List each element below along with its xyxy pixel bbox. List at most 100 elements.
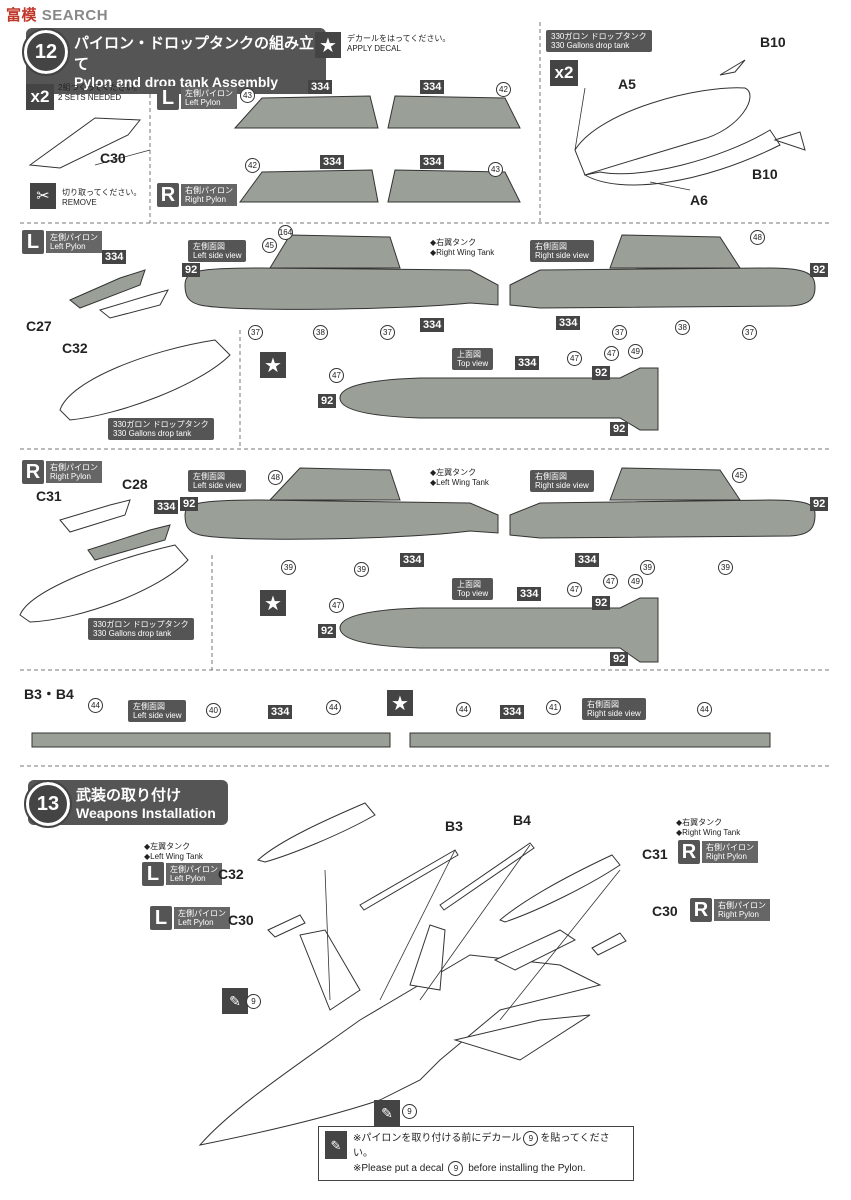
decal-44-b: 44 xyxy=(326,700,341,715)
part-c28: C28 xyxy=(122,476,148,492)
part-a5: A5 xyxy=(618,76,636,92)
decal-47-c: 47 xyxy=(329,368,344,383)
decal-39-a: 39 xyxy=(281,560,296,575)
decal-334-a: 334 xyxy=(308,80,333,94)
decal-39-d: 39 xyxy=(718,560,733,575)
part-c31-step13: C31 xyxy=(642,846,668,862)
decal-44-c: 44 xyxy=(456,702,471,717)
sets-needed-en: 2 SETS NEEDED xyxy=(58,93,122,102)
part-a6: A6 xyxy=(690,192,708,208)
part-c31: C31 xyxy=(36,488,62,504)
b-right-side-jp: 右側面図 xyxy=(587,700,619,709)
decal-39-b: 39 xyxy=(354,562,369,577)
step13-number: 13 xyxy=(24,780,72,828)
right-pylon-letter: R xyxy=(157,183,179,207)
decal-9-b: 9 xyxy=(402,1104,417,1119)
step13-title-jp: 武装の取り付け xyxy=(76,787,182,804)
right-section-letter: R xyxy=(22,460,44,484)
decal-334-f: 334 xyxy=(420,318,445,332)
right-sec-left-side-view: 左側面図 Left side view xyxy=(188,470,247,492)
left-section-letter: L xyxy=(22,230,44,254)
decal-334-j: 334 xyxy=(400,553,425,567)
note-jp-pre: ※パイロンを取り付ける前にデカール xyxy=(353,1133,522,1145)
note-en-post: before installing the Pylon. xyxy=(468,1163,586,1175)
step13-left-letter-1: L xyxy=(142,862,164,886)
cut-icon: ✂ xyxy=(30,183,56,209)
decal-164: 164 xyxy=(278,225,293,240)
right-pylon-side-b xyxy=(387,169,521,203)
left-section-jp: 左側パイロン xyxy=(50,233,98,242)
decal-334-h: 334 xyxy=(515,356,540,370)
decal-45-b: 45 xyxy=(732,468,747,483)
watermark-suffix: SEARCH xyxy=(41,7,109,24)
left-sec-left-side-jp: 左側面図 xyxy=(193,242,225,251)
note-jp-post: を貼ってください。 xyxy=(353,1133,610,1160)
left-pylon-side-a xyxy=(233,95,379,129)
step13-left-en-2: Left Pylon xyxy=(178,918,214,927)
left-sec-star-icon: ★ xyxy=(260,352,286,378)
decal-92-c: 92 xyxy=(592,366,611,380)
left-section-en: Left Pylon xyxy=(50,242,86,251)
right-pylon-en: Right Pylon xyxy=(185,195,226,204)
step13-left-tank-label: ◆左翼タンク ◆Left Wing Tank xyxy=(144,842,203,862)
step12-title-jp: パイロン・ドロップタンクの組み立て xyxy=(74,35,315,73)
decal-37-c: 37 xyxy=(612,325,627,340)
part-c30-right: C30 xyxy=(652,903,678,919)
right-sec-tank-label: ◆左翼タンク ◆Left Wing Tank xyxy=(430,468,489,488)
left-sec-tank-label: ◆右翼タンク ◆Right Wing Tank xyxy=(430,238,494,258)
tank-label-jp: 330ガロン ドロップタンク xyxy=(551,32,647,41)
part-c32: C32 xyxy=(62,340,88,356)
decal-44-a: 44 xyxy=(88,698,103,713)
step13-title-en: Weapons Installation xyxy=(76,805,216,821)
right-sec-top-en: Top view xyxy=(457,589,489,598)
tank-count-badge: x2 xyxy=(550,60,578,86)
decal-40: 40 xyxy=(206,703,221,718)
right-section-jp: 右側パイロン xyxy=(50,463,98,472)
step13-right-jp-1: 右側パイロン xyxy=(706,843,754,852)
b-right-side-en: Right side view xyxy=(587,709,641,718)
note-decal-9-jp: 9 xyxy=(523,1131,539,1146)
decal-334-d: 334 xyxy=(420,155,445,169)
decal-39-c: 39 xyxy=(640,560,655,575)
decal-49-b: 49 xyxy=(628,574,643,589)
step13-header: 13 武装の取り付け Weapons Installation xyxy=(24,780,228,828)
right-sec-right-side-view: 右側面図 Right side view xyxy=(530,470,594,492)
note-en-pre: ※Please put a decal xyxy=(353,1163,444,1175)
left-pylon-letter: L xyxy=(157,86,179,110)
decal-334-n: 334 xyxy=(500,705,525,719)
right-drop-tank-jp: 330ガロン ドロップタンク xyxy=(93,620,189,629)
step13-right-letter-2: R xyxy=(690,898,712,922)
sets-needed-jp: 2組つくってください。 xyxy=(58,83,142,92)
decal-43-a: 43 xyxy=(240,88,255,103)
left-sec-left-side-view: 左側面図 Left side view xyxy=(188,240,247,262)
decal-334-b: 334 xyxy=(420,80,445,94)
step12-header: 12 パイロン・ドロップタンクの組み立て Pylon and drop tank… xyxy=(22,28,326,94)
step13-right-jp-2: 右側パイロン xyxy=(718,901,766,910)
remove-en: REMOVE xyxy=(62,198,97,207)
right-pylon-side-a xyxy=(239,169,379,203)
part-b3: B3 xyxy=(445,818,463,834)
decal-92-e: 92 xyxy=(610,422,629,436)
left-pylon-en: Left Pylon xyxy=(185,98,221,107)
note-decal-9-en: 9 xyxy=(448,1161,464,1177)
right-sec-top-jp: 上面図 xyxy=(457,580,481,589)
step13-right-tank-label: ◆右翼タンク ◆Right Wing Tank xyxy=(676,818,740,838)
step13-left-tank-en: ◆Left Wing Tank xyxy=(144,852,203,861)
left-sec-left-side-en: Left side view xyxy=(193,251,242,260)
left-sec-right-side-jp: 右側面図 xyxy=(535,242,567,251)
left-sec-top-view: 上面図 Top view xyxy=(452,348,494,370)
b-section-star-icon: ★ xyxy=(387,690,413,716)
step12-number: 12 xyxy=(22,28,70,76)
part-c32-step13: C32 xyxy=(218,866,244,882)
b3-b4-title: B3・B4 xyxy=(24,686,74,702)
decal-45-a: 45 xyxy=(262,238,277,253)
part-b10-bottom: B10 xyxy=(752,166,778,182)
